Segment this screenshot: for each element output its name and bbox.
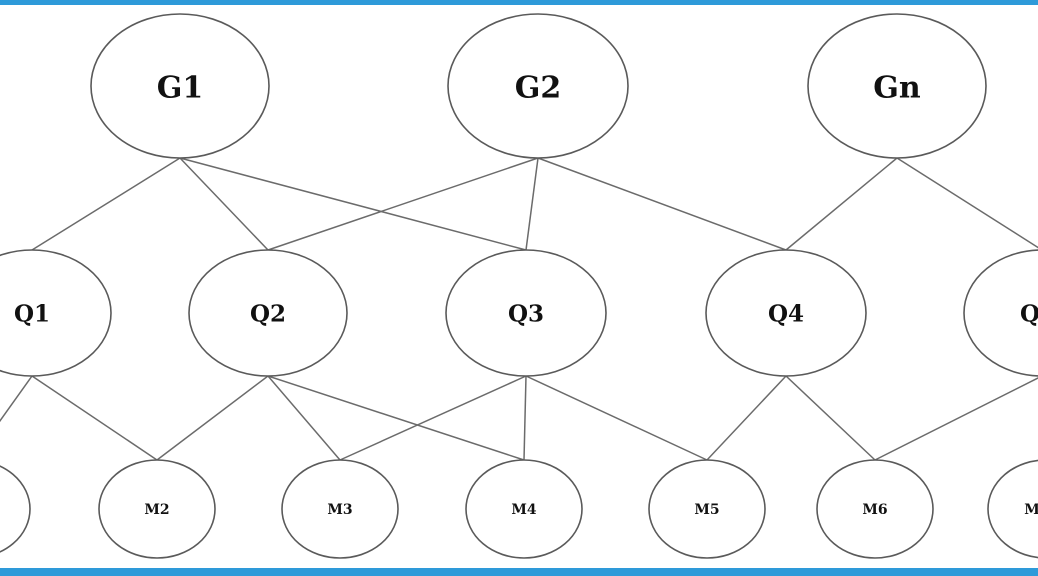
node-q5: Q — [963, 249, 1038, 377]
edge-q4-m6 — [785, 375, 876, 461]
node-m4-label: M4 — [511, 502, 536, 518]
node-m4: M4 — [465, 459, 583, 559]
frame-top-bar — [0, 0, 1038, 5]
edge-q2-m3 — [267, 375, 341, 461]
edge-q3-m5 — [525, 375, 708, 461]
node-q3: Q3 — [445, 249, 607, 377]
edge-layer — [0, 157, 1038, 461]
node-gn-label: Gn — [873, 71, 921, 106]
edge-q4-m5 — [706, 375, 787, 461]
node-g1: G1 — [90, 13, 270, 159]
node-g1-label: G1 — [157, 71, 204, 106]
node-m3-label: M3 — [327, 502, 352, 518]
edge-q1-m2 — [31, 375, 158, 461]
frame-bottom-bar — [0, 568, 1038, 576]
node-q2: Q2 — [188, 249, 348, 377]
edge-q2-m2 — [156, 375, 269, 461]
edge-g2-q3 — [525, 157, 539, 251]
edge-q3-m4 — [523, 375, 527, 461]
edge-q5-m6 — [874, 377, 1038, 461]
node-m6-label: M6 — [862, 502, 887, 518]
edge-gn-q4 — [785, 157, 898, 251]
node-g2-label: G2 — [515, 71, 562, 106]
node-q4: Q4 — [705, 249, 867, 377]
node-m7-label: M — [1024, 502, 1038, 518]
node-q3-label: Q3 — [508, 301, 544, 328]
edge-g1-q1 — [31, 157, 181, 251]
node-q1-label: Q1 — [14, 301, 50, 328]
node-g2: G2 — [447, 13, 629, 159]
node-m6: M6 — [816, 459, 934, 559]
node-q5-label: Q — [1020, 301, 1038, 328]
node-gn: Gn — [807, 13, 987, 159]
edge-q1-m1 — [0, 375, 33, 423]
edge-gn-q5 — [896, 157, 1038, 249]
node-m7: M — [987, 459, 1038, 559]
node-m5: M5 — [648, 459, 766, 559]
node-m1 — [0, 465, 31, 553]
node-m5-label: M5 — [694, 502, 719, 518]
edge-g2-q2 — [267, 157, 539, 251]
node-q1: Q1 — [0, 249, 112, 377]
node-m2-label: M2 — [144, 502, 169, 518]
node-q2-label: Q2 — [250, 301, 286, 328]
node-m2: M2 — [98, 459, 216, 559]
edge-g2-q4 — [537, 157, 787, 251]
node-q4-label: Q4 — [768, 301, 804, 328]
node-m3: M3 — [281, 459, 399, 559]
edge-g1-q3 — [179, 157, 527, 251]
edge-g1-q2 — [179, 157, 269, 251]
edge-q3-m3 — [339, 375, 527, 461]
edge-q2-m4 — [267, 375, 525, 461]
